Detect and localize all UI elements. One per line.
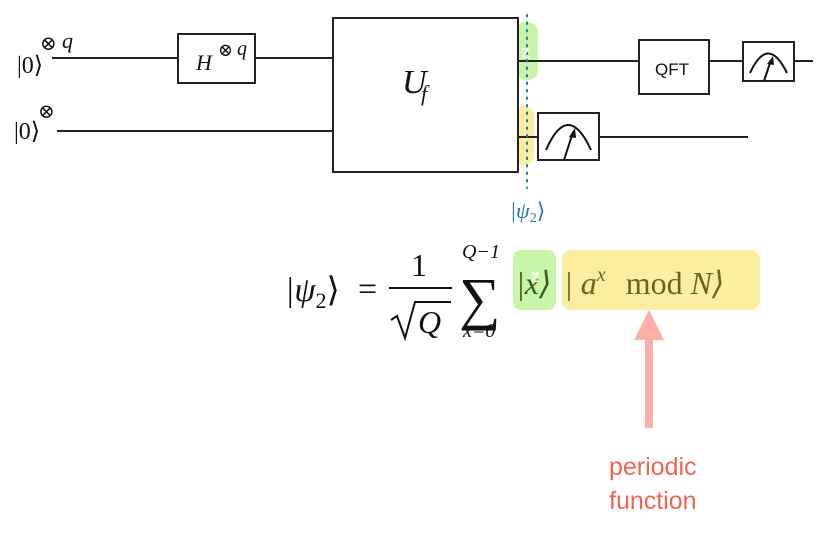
eq-lhs-sub: 2 [315,288,326,313]
meter-arc-icon [545,124,592,151]
annotation-arrow-icon [634,310,664,428]
qft-gate[interactable] [638,39,710,95]
eq-ket-x-highlight [513,250,556,310]
eq-sum-symbol: ∑ [459,266,500,331]
eq-func-open: | a [564,265,597,301]
hadamard-tensor-symbol: ⊗ [218,40,233,60]
measurement-gate-bottom[interactable] [537,112,600,161]
psi2-open: |ψ [510,198,530,223]
eq-ket-x-overlay-z: Z [531,269,540,285]
meter-needle-head-icon [569,128,576,138]
bottom-input-ket: |0⟩ [14,119,40,145]
eq-equals: = [358,271,377,308]
psi2-close: ⟩ [537,198,546,223]
eq-lhs: |ψ2⟩ [285,272,340,313]
psi2-state-label: |ψ2⟩ [510,198,545,226]
top-input-ket: |0⟩ [17,53,43,79]
meter-needle-head-icon [767,56,774,65]
bottom-tensor-symbol: ⊗ [38,101,55,123]
top-tensor-exponent: q [62,28,73,53]
eq-func-N: N⟩ [690,265,725,301]
eq-func-mod: mod [626,265,683,301]
qft-label: QFT [655,60,689,79]
meter-arc-icon [749,52,788,74]
oracle-label: U [402,64,429,101]
eq-ket-x: |x⟩ [516,265,551,301]
measurement-gate-top[interactable] [742,41,795,82]
eq-periodic-function-highlight [562,250,760,310]
highlight-letter-z: Z [521,45,530,61]
hadamard-label: H [195,50,213,75]
annotation-function: function [609,487,697,515]
psi2-sub: 2 [530,211,537,226]
eq-sqrt-sign [390,301,451,342]
annotation-periodic: periodic [609,453,697,481]
eq-lhs-open: |ψ [285,272,316,309]
eq-sum-upper: Q−1 [462,241,500,263]
hadamard-gate[interactable] [177,33,256,84]
oracle-subscript: f [421,81,430,106]
eq-numerator: 1 [411,247,427,283]
hadamard-exponent: q [237,38,247,60]
green-highlight-top-register [516,22,538,80]
top-tensor-symbol: ⊗ [40,33,57,55]
eq-func-exp: x [596,264,606,286]
eq-lhs-close: ⟩ [326,272,339,309]
oracle-gate-uf[interactable] [332,17,519,173]
eq-denominator: Q [418,304,441,340]
eq-sum-lower: x=0 [462,320,495,342]
